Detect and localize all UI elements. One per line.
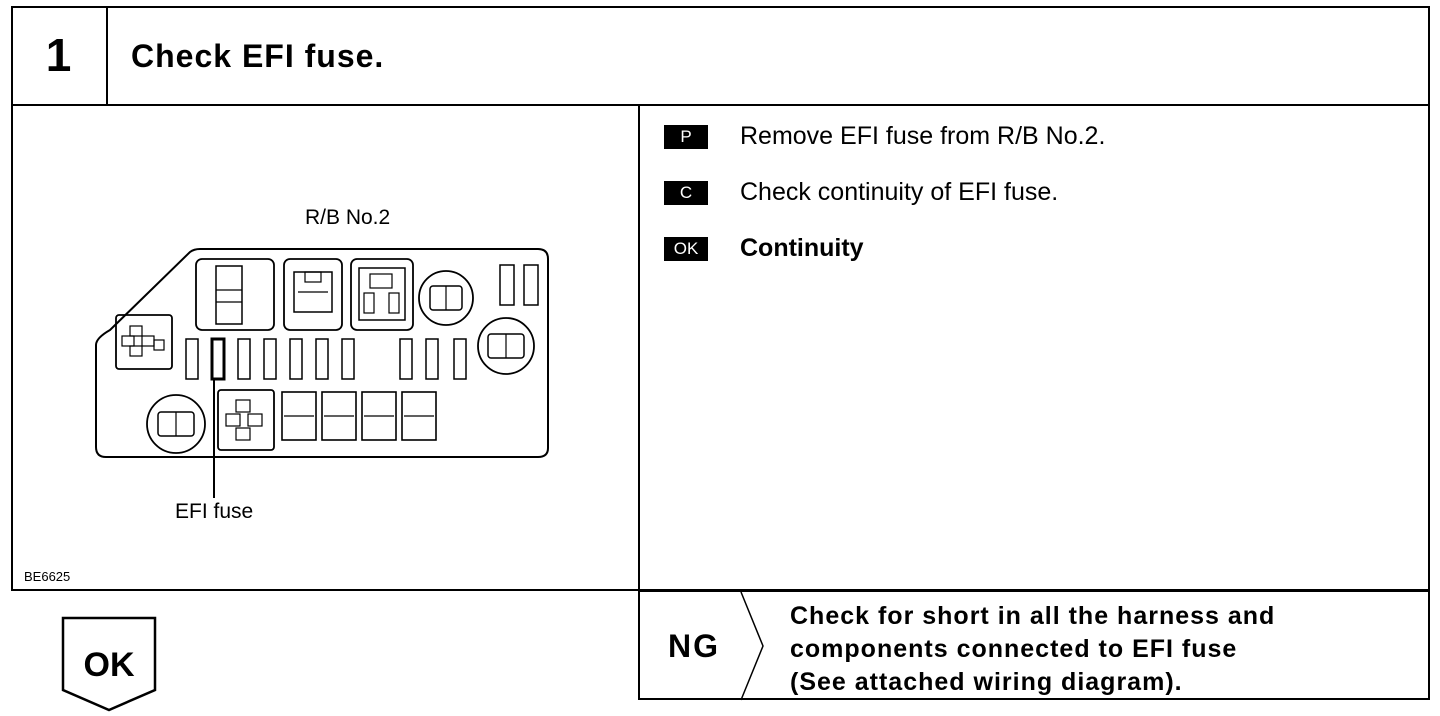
- column-divider: [638, 104, 640, 700]
- maxi-fuse: [401, 391, 437, 441]
- ng-box: [638, 590, 1430, 700]
- step-title: Check EFI fuse.: [131, 38, 385, 74]
- header-divider: [11, 104, 1430, 106]
- connector-cross-2: [217, 389, 275, 451]
- connector-round-1: [418, 270, 474, 326]
- ng-line: components connected to EFI fuse: [790, 635, 1238, 663]
- maxi-fuse: [361, 391, 397, 441]
- relay-3: [350, 258, 414, 331]
- relay-2: [283, 258, 343, 331]
- fuse: [315, 338, 329, 380]
- fuse: [237, 338, 251, 380]
- instruction-result: OK Continuity: [664, 234, 864, 263]
- fuse-row: [185, 337, 467, 381]
- fuse: [263, 338, 277, 380]
- maxi-fuse: [321, 391, 357, 441]
- relay-box-outline: [95, 248, 549, 458]
- instruction-remove: P Remove EFI fuse from R/B No.2.: [664, 122, 1105, 151]
- ok-marker-label: OK: [84, 646, 135, 684]
- badge-c: C: [664, 180, 708, 205]
- ng-chevron: [740, 591, 764, 701]
- connector-round-2: [477, 317, 535, 375]
- ok-marker: OK: [61, 616, 157, 712]
- instruction-text: Check continuity of EFI fuse.: [740, 178, 1059, 206]
- ng-label: NG: [668, 628, 720, 664]
- fuse-top-2: [523, 264, 539, 306]
- connector-cross-1: [115, 314, 173, 370]
- instruction-check: C Check continuity of EFI fuse.: [664, 178, 1058, 207]
- number-divider: [106, 6, 108, 106]
- efi-fuse-callout: EFI fuse: [175, 500, 254, 523]
- efi-fuse: [210, 337, 226, 381]
- instruction-text: Continuity: [740, 234, 864, 262]
- fuse: [289, 338, 303, 380]
- fuse: [399, 338, 413, 380]
- ng-action-text: Check for short in all the harness and c…: [790, 600, 1275, 699]
- maxi-fuse: [281, 391, 317, 441]
- connector-round-3: [146, 394, 206, 454]
- fuse: [341, 338, 355, 380]
- fuse: [185, 338, 199, 380]
- fuse: [453, 338, 467, 380]
- ng-line: Check for short in all the harness and: [790, 602, 1276, 630]
- figure-code: BE6625: [24, 569, 71, 584]
- step-number: 1: [45, 29, 72, 81]
- badge-p: P: [664, 124, 708, 149]
- instruction-text: Remove EFI fuse from R/B No.2.: [740, 122, 1106, 150]
- badge-ok: OK: [664, 236, 708, 261]
- relay-1: [195, 258, 275, 331]
- fuse-top-1: [499, 264, 515, 306]
- maxi-fuse-row: [281, 391, 437, 441]
- relay-box-label: R/B No.2: [305, 206, 391, 229]
- fuse: [425, 338, 439, 380]
- ng-line: (See attached wiring diagram).: [790, 668, 1183, 696]
